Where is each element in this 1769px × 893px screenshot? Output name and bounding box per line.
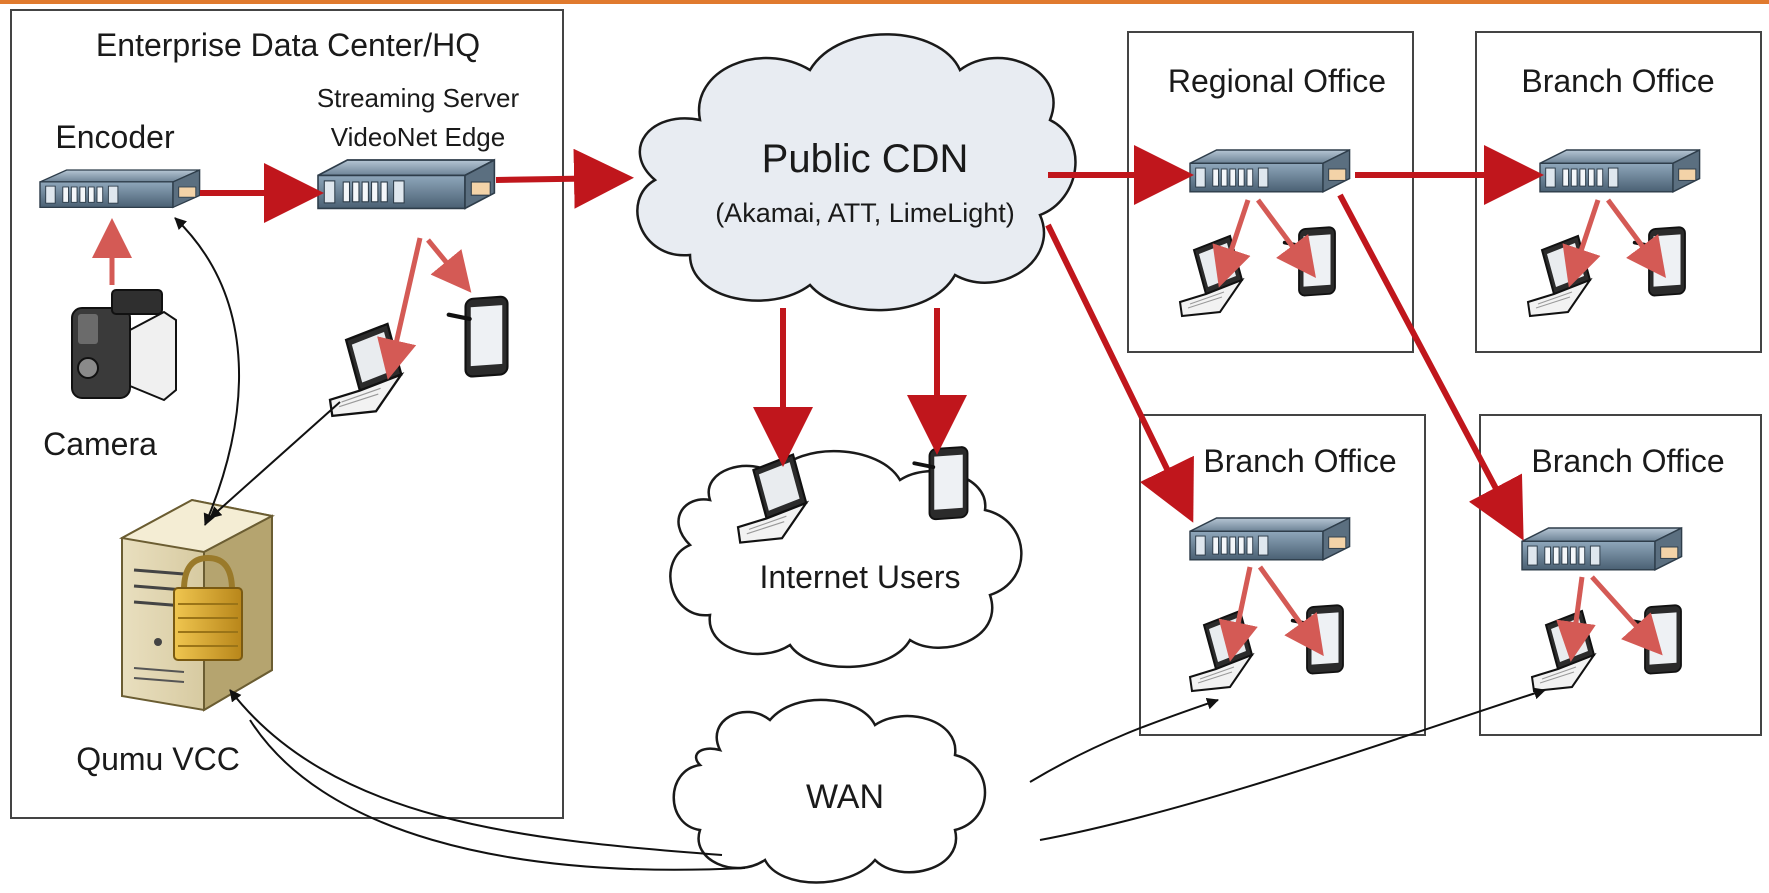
cdn-title: Public CDN xyxy=(762,137,969,181)
stream-flow-arrows xyxy=(200,145,1544,541)
streaming-server-label-line1: Streaming Server xyxy=(317,83,520,113)
public-cdn-cloud: Public CDN (Akamai, ATT, LimeLight) xyxy=(636,33,1077,312)
streaming-server-icon xyxy=(317,159,496,210)
encoder-label: Encoder xyxy=(55,119,175,155)
branch-bottom-server-icon xyxy=(1521,527,1683,571)
regional-office-site: Regional Office xyxy=(1127,31,1414,353)
local-delivery-arrows xyxy=(92,198,1666,662)
branch-office-top-title: Branch Office xyxy=(1521,63,1714,99)
branch-bottom-tablet-icon xyxy=(1628,603,1683,676)
branch-office-bottom-site: Branch Office xyxy=(1479,414,1762,736)
wan-label: WAN xyxy=(806,778,884,816)
camera-label: Camera xyxy=(43,426,157,462)
branch-office-mid-site: Branch Office xyxy=(1139,414,1426,736)
branch-office-mid-title: Branch Office xyxy=(1203,443,1396,479)
streaming-server-label-line2: VideoNet Edge xyxy=(331,122,505,152)
cdn-providers: (Akamai, ATT, LimeLight) xyxy=(715,198,1015,228)
branch-mid-server-icon xyxy=(1189,517,1351,561)
internet-users-label: Internet Users xyxy=(760,559,961,595)
hq-site-title: Enterprise Data Center/HQ xyxy=(96,27,480,63)
branch-top-tablet-icon xyxy=(1632,225,1687,298)
internet-users-cloud: Internet Users xyxy=(669,444,1023,669)
wan-cloud: WAN xyxy=(672,698,987,884)
video-camera-icon xyxy=(71,289,177,402)
hq-site: Enterprise Data Center/HQ Encoder Stream… xyxy=(10,9,564,819)
control-arrows xyxy=(174,217,1546,871)
regional-server-icon xyxy=(1189,149,1351,193)
hq-tablet-icon xyxy=(449,296,508,377)
regional-tablet-icon xyxy=(1282,225,1337,298)
vcc-label: Qumu VCC xyxy=(76,741,240,777)
branch-top-server-icon xyxy=(1539,149,1701,193)
branch-bottom-laptop-icon xyxy=(1531,610,1595,692)
branch-mid-tablet-icon xyxy=(1290,603,1345,676)
top-accent-bar xyxy=(0,0,1769,4)
branch-office-top-site: Branch Office xyxy=(1475,31,1762,353)
tower-server-lock-icon xyxy=(118,498,275,712)
encoder-icon xyxy=(39,169,201,209)
branch-office-bottom-title: Branch Office xyxy=(1531,443,1724,479)
regional-office-title: Regional Office xyxy=(1168,63,1386,99)
branch-mid-laptop-icon xyxy=(1189,610,1253,692)
